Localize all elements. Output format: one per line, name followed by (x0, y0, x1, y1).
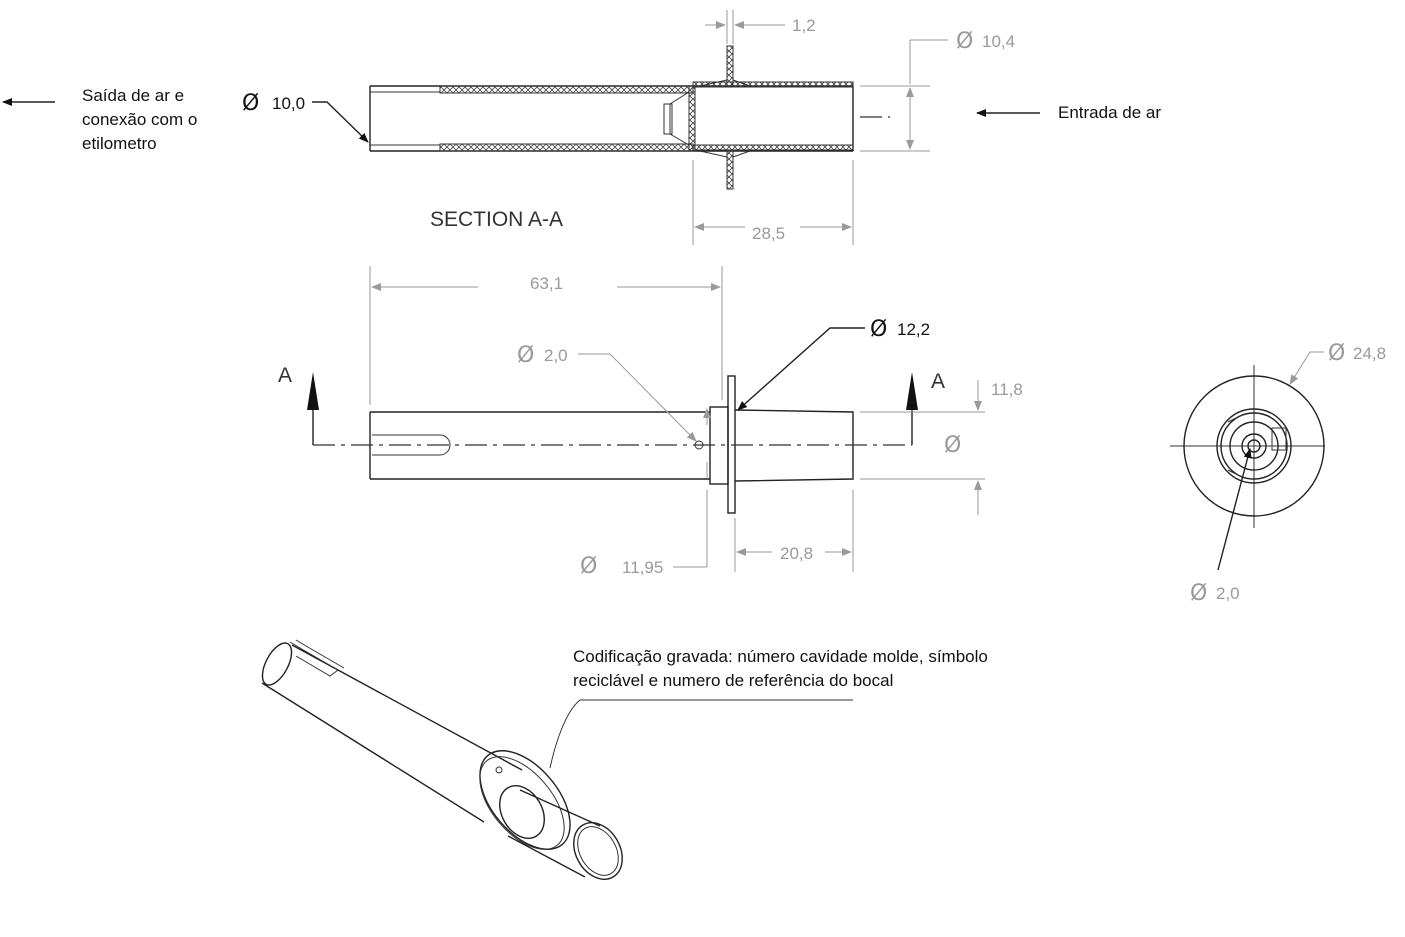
section-letter-right: A (931, 370, 945, 393)
dim-dia-12-2: 12,2 (897, 320, 930, 339)
diameter-symbol: Ø (1328, 341, 1345, 366)
dim-dia-11-95: 11,95 (622, 558, 663, 577)
inlet-note: Entrada de ar (976, 103, 1161, 122)
engraving-note-line1: Codificação gravada: número cavidade mol… (573, 647, 988, 666)
section-view: 1,2 Ø 10,4 28,5 Ø 10,0 SECTION A-A (242, 10, 1015, 245)
dim-height-11-8: 11,8 (991, 380, 1023, 399)
end-view: Ø 24,8 Ø 2,0 (1170, 341, 1386, 606)
dim-flange-thickness: 1,2 (792, 16, 816, 35)
engraving-note-line2: reciclável e numero de referência do boc… (573, 671, 893, 690)
diameter-symbol: Ø (580, 554, 597, 579)
outlet-note: Saída de ar e conexão com o etilometro (2, 86, 197, 153)
isometric-view: Codificação gravada: número cavidade mol… (261, 639, 988, 880)
dim-length-63-1: 63,1 (530, 274, 563, 293)
outlet-note-line1: Saída de ar e (82, 86, 184, 105)
outlet-note-line2: conexão com o (82, 110, 197, 129)
dim-dia-24-8: 24,8 (1353, 344, 1386, 363)
dim-length-28-5: 28,5 (752, 224, 785, 243)
diameter-symbol: Ø (242, 91, 259, 116)
diameter-symbol: Ø (956, 29, 973, 54)
diameter-symbol: Ø (1190, 581, 1207, 606)
diameter-symbol: Ø (517, 343, 534, 368)
front-view: A A 63,1 Ø 2,0 Ø 12,2 11,8 Ø Ø 11,95 (278, 266, 1023, 579)
outlet-note-line3: etilometro (82, 134, 157, 153)
section-letter-left: A (278, 364, 292, 387)
dim-length-20-8: 20,8 (780, 544, 813, 563)
section-title: SECTION A-A (430, 208, 563, 231)
dim-end-hole-2-0: 2,0 (1216, 584, 1240, 603)
dim-hole-2-0: 2,0 (544, 346, 568, 365)
diameter-symbol: Ø (870, 317, 887, 342)
inlet-note-text: Entrada de ar (1058, 103, 1161, 122)
dim-dia-10-0: 10,0 (272, 94, 305, 113)
dim-dia-10-4: 10,4 (982, 32, 1015, 51)
diameter-symbol: Ø (944, 433, 961, 458)
